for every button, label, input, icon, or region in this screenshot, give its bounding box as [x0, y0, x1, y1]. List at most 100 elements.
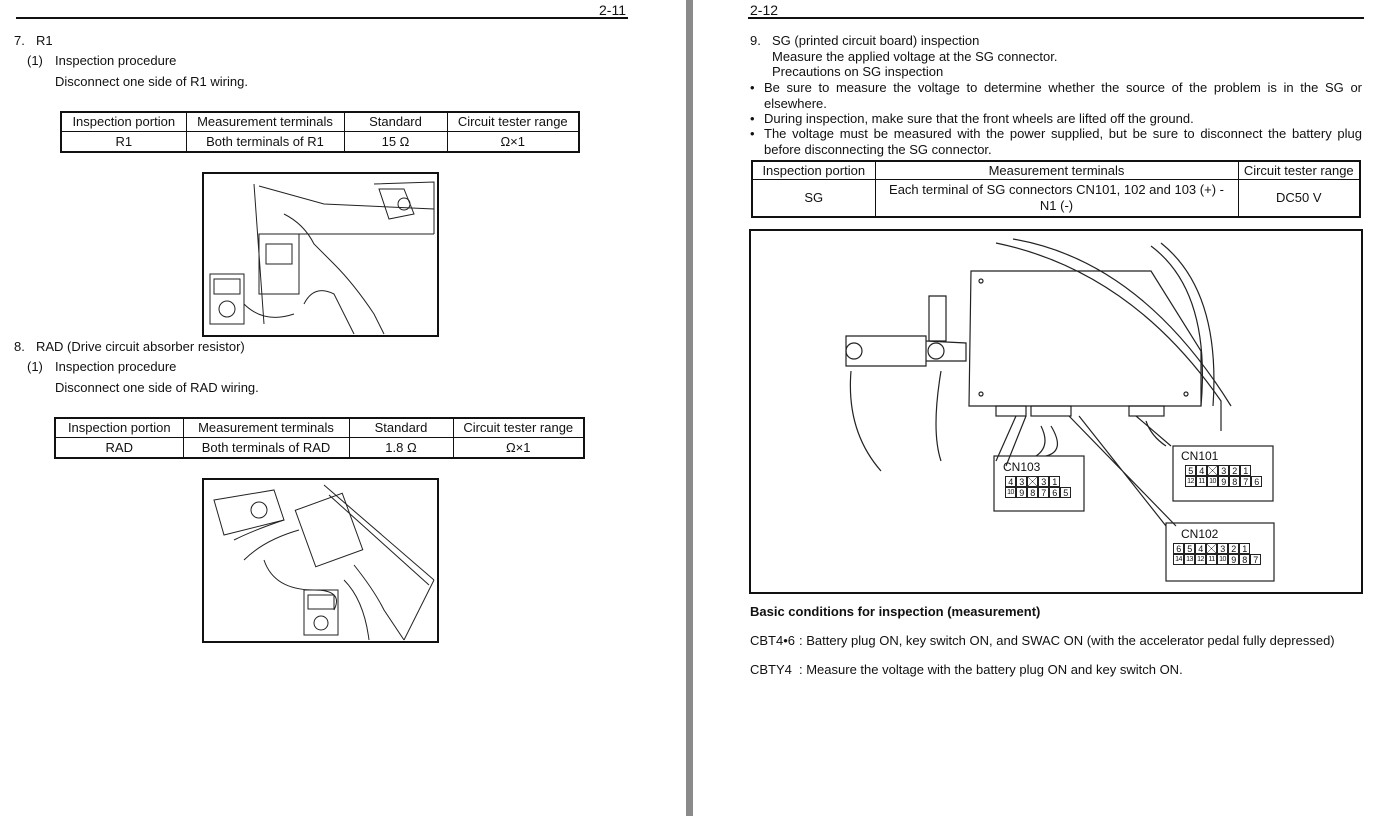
cn101-label: CN101 — [1181, 449, 1219, 463]
cn102-pin: 1 — [1239, 543, 1250, 554]
page-number: 2-11 — [599, 2, 626, 18]
header-rule — [16, 17, 628, 19]
conditions-title: Basic conditions for inspection (measure… — [750, 604, 1041, 619]
cn102-pin: 5 — [1184, 543, 1195, 554]
condition-text: : Measure the voltage with the battery p… — [799, 662, 1183, 677]
cn101-pin: 1 — [1240, 465, 1251, 476]
table-cell: Both terminals of RAD — [182, 436, 350, 459]
table-header: Circuit tester range — [1237, 160, 1361, 180]
table-cell: Both terminals of R1 — [185, 130, 345, 153]
subsection-number: (1) — [27, 53, 43, 68]
table-header: Standard — [343, 111, 448, 132]
cn101-pin: 8 — [1229, 476, 1240, 487]
precaution-bullet: The voltage must be measured with the po… — [764, 126, 1362, 157]
precaution-bullet: Be sure to measure the voltage to determ… — [764, 80, 1362, 111]
cn102-pin: 10 — [1217, 554, 1228, 565]
table-cell: 1.8 Ω — [348, 436, 454, 459]
section-9-text: Measure the applied voltage at the SG co… — [772, 49, 1058, 64]
cn103-label: CN103 — [1003, 460, 1041, 474]
table-cell: R1 — [60, 130, 187, 153]
cn103-pin: 8 — [1027, 487, 1038, 498]
subsection-number: (1) — [27, 359, 43, 374]
cn103-pin: 7 — [1038, 487, 1049, 498]
section-7-number: 7. — [14, 33, 25, 48]
cn101-pin: 11 — [1196, 476, 1207, 487]
header-rule — [748, 17, 1364, 19]
instruction-text: Disconnect one side of R1 wiring. — [55, 74, 248, 89]
cn103-pin: 1 — [1049, 476, 1060, 487]
cn101-pin: 2 — [1229, 465, 1240, 476]
rad-inspection-illustration — [202, 478, 439, 643]
cn102-pin — [1206, 543, 1217, 554]
cn101-pin — [1207, 465, 1218, 476]
section-8-number: 8. — [14, 339, 25, 354]
cn103-pin: 10 — [1005, 487, 1016, 498]
table-header: Standard — [348, 417, 454, 438]
table-header: Measurement terminals — [874, 160, 1239, 180]
table-header: Inspection portion — [751, 160, 876, 180]
cn101-pin: 5 — [1185, 465, 1196, 476]
section-9-number: 9. — [750, 33, 761, 48]
table-cell: DC50 V — [1237, 178, 1361, 218]
cn103-pin: 4 — [1005, 476, 1016, 487]
cn102-pin: 7 — [1250, 554, 1261, 565]
table-cell: Each terminal of SG connectors CN101, 10… — [874, 178, 1239, 218]
cn102-label: CN102 — [1181, 527, 1219, 541]
condition-key: CBTY4 — [750, 662, 792, 677]
cn102-pin: 12 — [1195, 554, 1206, 565]
cn102-pin: 3 — [1217, 543, 1228, 554]
cn102-pin: 6 — [1173, 543, 1184, 554]
cn102-pin: 8 — [1239, 554, 1250, 565]
cn102-pin: 2 — [1228, 543, 1239, 554]
bullet-icon: • — [750, 126, 755, 141]
cn101-pin: 12 — [1185, 476, 1196, 487]
table-cell: SG — [751, 178, 876, 218]
condition-key: CBT4•6 — [750, 633, 796, 648]
section-9-title: SG (printed circuit board) inspection — [772, 33, 980, 48]
cn102-pin: 13 — [1184, 554, 1195, 565]
precaution-bullet: During inspection, make sure that the fr… — [764, 111, 1194, 126]
cn101-pin: 4 — [1196, 465, 1207, 476]
table-header: Inspection portion — [60, 111, 187, 132]
cn103-pin: 3 — [1016, 476, 1027, 487]
r1-inspection-illustration — [202, 172, 439, 337]
table-header: Inspection portion — [54, 417, 184, 438]
table-cell: Ω×1 — [446, 130, 580, 153]
page-number: 2-12 — [750, 2, 779, 18]
bullet-icon: • — [750, 80, 755, 95]
subsection-title: Inspection procedure — [55, 359, 177, 374]
cn102-pin: 14 — [1173, 554, 1184, 565]
cn102-pin: 4 — [1195, 543, 1206, 554]
table-header: Measurement terminals — [182, 417, 350, 438]
cn102-pin: 11 — [1206, 554, 1217, 565]
table-cell: RAD — [54, 436, 184, 459]
page-gutter — [686, 0, 693, 816]
condition-text: : Battery plug ON, key switch ON, and SW… — [799, 633, 1335, 648]
table-cell: 15 Ω — [343, 130, 448, 153]
table-header: Measurement terminals — [185, 111, 345, 132]
cn103-pin: 3 — [1038, 476, 1049, 487]
table-header: Circuit tester range — [452, 417, 585, 438]
bullet-icon: • — [750, 111, 755, 126]
precautions-heading: Precautions on SG inspection — [772, 64, 944, 79]
subsection-title: Inspection procedure — [55, 53, 177, 68]
cn101-pin: 3 — [1218, 465, 1229, 476]
table-header: Circuit tester range — [446, 111, 580, 132]
cn101-pin: 10 — [1207, 476, 1218, 487]
cn101-pin: 7 — [1240, 476, 1251, 487]
cn103-pin — [1027, 476, 1038, 487]
cn103-pin: 9 — [1016, 487, 1027, 498]
instruction-text: Disconnect one side of RAD wiring. — [55, 380, 259, 395]
cn101-pin: 6 — [1251, 476, 1262, 487]
cn103-pin: 6 — [1049, 487, 1060, 498]
section-7-title: R1 — [36, 33, 53, 48]
cn101-pin: 9 — [1218, 476, 1229, 487]
table-cell: Ω×1 — [452, 436, 585, 459]
cn103-pin: 5 — [1060, 487, 1071, 498]
section-8-title: RAD (Drive circuit absorber resistor) — [36, 339, 245, 354]
cn102-pin: 9 — [1228, 554, 1239, 565]
